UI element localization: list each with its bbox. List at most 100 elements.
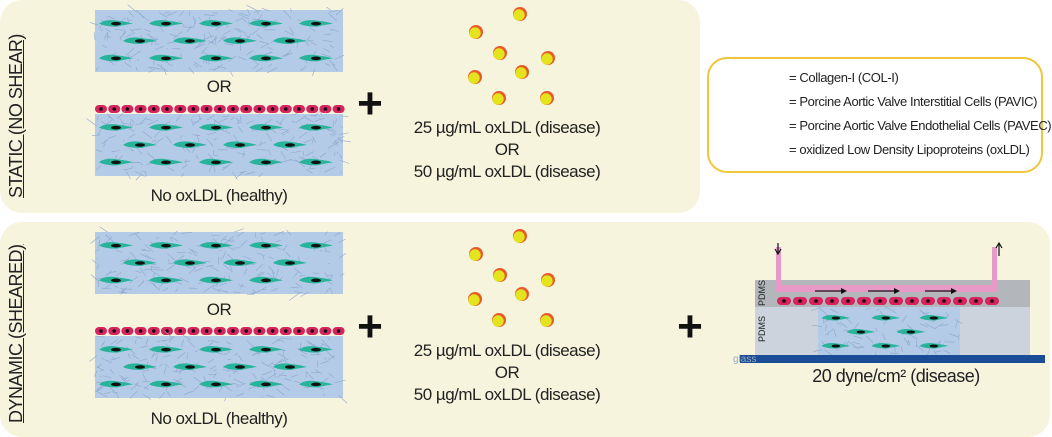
- pavic-nucleus: [261, 125, 271, 130]
- pavec-nucleus: [910, 299, 914, 303]
- pavec-nucleus: [894, 299, 898, 303]
- flow-arrowhead: [951, 288, 957, 294]
- pavic-nucleus: [211, 56, 221, 61]
- oxldl-core: [540, 93, 552, 105]
- pavic-nucleus: [161, 56, 171, 61]
- pavic-nucleus: [211, 278, 221, 283]
- pavec-nucleus: [218, 329, 222, 333]
- pavic-nucleus: [285, 365, 295, 369]
- pavic-nucleus: [261, 160, 271, 165]
- pavec-nucleus: [125, 107, 130, 111]
- pavec-nucleus: [99, 329, 103, 333]
- dynamic-dose-or: OR: [494, 363, 520, 382]
- pavic-nucleus: [311, 21, 321, 26]
- oxldl-core: [513, 9, 525, 21]
- pavic-nucleus: [311, 347, 321, 352]
- pavic-nucleus: [261, 278, 271, 283]
- pavic-nucleus: [135, 261, 145, 265]
- static-healthy-label: No oxLDL (healthy): [150, 186, 288, 205]
- pavec-nucleus: [336, 329, 341, 333]
- pavec-nucleus: [138, 107, 143, 111]
- pavic-nucleus: [311, 56, 321, 61]
- oxldl-core: [468, 72, 480, 84]
- pavic-nucleus: [185, 261, 195, 265]
- pavic-nucleus: [161, 125, 171, 130]
- pavec-nucleus: [958, 299, 962, 303]
- pavec-nucleus: [814, 299, 818, 303]
- pavic-nucleus: [161, 278, 171, 283]
- pavic-nucleus: [285, 39, 295, 43]
- pavic-nucleus: [311, 243, 321, 248]
- legend-collagen: = Collagen-I (COL-I): [789, 70, 899, 85]
- pavec-nucleus: [270, 329, 275, 333]
- pavec-nucleus: [990, 299, 994, 303]
- pavec-nucleus: [191, 107, 196, 111]
- dynamic-or: OR: [206, 300, 232, 319]
- pavec-nucleus: [231, 329, 235, 333]
- pavec-nucleus: [310, 329, 315, 333]
- shear-label: 20 dyne/cm² (disease): [812, 366, 980, 386]
- pavic-nucleus: [111, 56, 121, 61]
- pavec-nucleus: [974, 299, 978, 303]
- static-plus: +: [357, 79, 383, 128]
- static-or: OR: [206, 77, 232, 96]
- oxldl-core: [493, 270, 505, 282]
- pavic-nucleus: [235, 39, 245, 43]
- static-dose-or: OR: [494, 140, 520, 159]
- static-dose-50: 50 µg/mL oxLDL (disease): [413, 162, 601, 181]
- pavec-nucleus: [138, 329, 143, 333]
- pavic-nucleus: [161, 382, 171, 387]
- pavic-nucleus: [261, 382, 271, 387]
- oxldl-core: [513, 231, 525, 243]
- pavic-nucleus: [929, 344, 939, 348]
- pavec-nucleus: [878, 299, 882, 303]
- pavic-nucleus: [235, 365, 245, 369]
- pavec-nucleus: [846, 299, 850, 303]
- legend: = Collagen-I (COL-I) = Porcine Aortic Va…: [707, 57, 1052, 173]
- pavic-nucleus: [161, 347, 171, 352]
- pavic-nucleus: [211, 382, 221, 387]
- oxldl-core: [469, 249, 481, 261]
- pavic-nucleus: [111, 347, 121, 352]
- pavec-nucleus: [112, 107, 116, 111]
- pavic-nucleus: [311, 160, 321, 165]
- dynamic-plus-2: +: [677, 302, 703, 351]
- pavec-nucleus: [323, 329, 328, 333]
- pavic-nucleus: [111, 125, 121, 130]
- oxldl-core: [492, 315, 504, 327]
- pavec-nucleus: [830, 299, 834, 303]
- pavic-nucleus: [185, 365, 195, 369]
- oxldl-core: [541, 53, 553, 65]
- legend-oxldl: = oxidized Low Density Lipoproteins (oxL…: [789, 142, 1030, 157]
- pavic-nucleus: [285, 261, 295, 265]
- pavec-nucleus: [926, 299, 930, 303]
- pdms-bottom-label: PDMS: [757, 315, 767, 342]
- glass-slide: [740, 355, 1045, 363]
- static-label: STATIC (NO SHEAR): [6, 34, 26, 198]
- oxldl-core: [492, 93, 504, 105]
- pavic-nucleus: [235, 261, 245, 265]
- pavec-nucleus: [323, 107, 328, 111]
- oxldl-core: [469, 27, 481, 39]
- pavec-nucleus: [231, 107, 235, 111]
- pavec-nucleus: [257, 107, 262, 111]
- legend-pavic: = Porcine Aortic Valve Interstitial Cell…: [789, 94, 1038, 109]
- pavec-nucleus: [152, 329, 156, 333]
- pavec-nucleus: [798, 299, 802, 303]
- oxldl-core: [540, 315, 552, 327]
- pavec-nucleus: [178, 329, 182, 333]
- pavec-nucleus: [244, 329, 248, 333]
- pavec-nucleus: [191, 329, 196, 333]
- pavic-nucleus: [285, 143, 295, 147]
- pavec-nucleus: [165, 107, 169, 111]
- pavic-nucleus: [211, 125, 221, 130]
- pavic-nucleus: [161, 21, 171, 26]
- pavec-nucleus: [270, 107, 275, 111]
- pavec-nucleus: [782, 299, 786, 303]
- pavec-nucleus: [152, 107, 156, 111]
- dynamic-label: DYNAMIC (SHEARED): [6, 244, 26, 423]
- pavec-nucleus: [112, 329, 116, 333]
- pavic-nucleus: [161, 243, 171, 248]
- pavic-nucleus: [111, 21, 121, 26]
